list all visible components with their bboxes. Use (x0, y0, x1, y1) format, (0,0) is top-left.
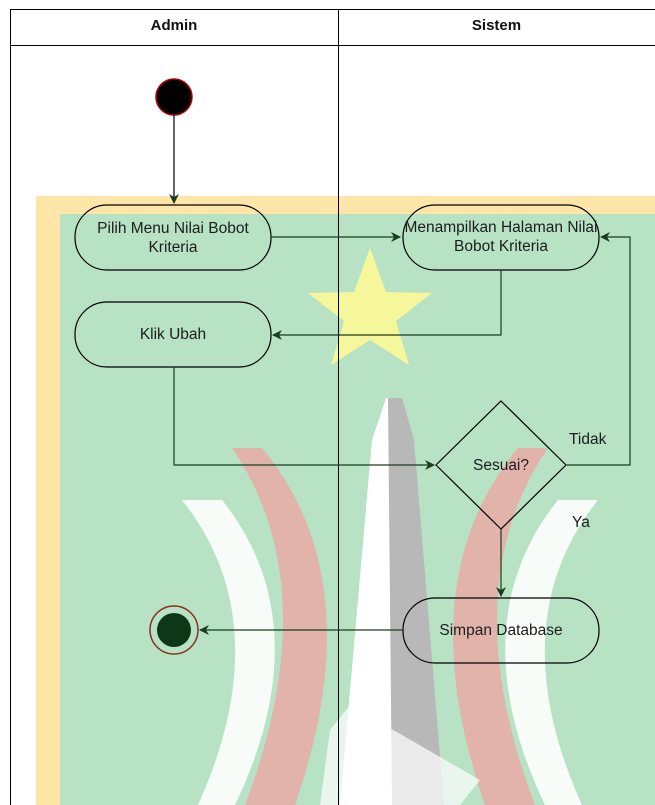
label-simpan: Simpan Database (403, 598, 599, 663)
edge-label-ya: Ya (572, 514, 590, 532)
edge-label-tidak: Tidak (569, 431, 606, 449)
initial-node-icon (156, 79, 192, 115)
final-node-icon (150, 606, 198, 654)
watermark-logo-icon (36, 196, 655, 805)
label-menampilkan: Menampilkan Halaman Nilai Bobot Kriteria (403, 201, 599, 273)
lane-title-admin: Admin (10, 9, 338, 45)
label-sesuai: Sesuai? (450, 445, 552, 485)
label-pilih-menu: Pilih Menu Nilai Bobot Kriteria (75, 205, 271, 270)
label-klik-ubah: Klik Ubah (75, 302, 271, 367)
lane-title-sistem: Sistem (338, 9, 655, 45)
